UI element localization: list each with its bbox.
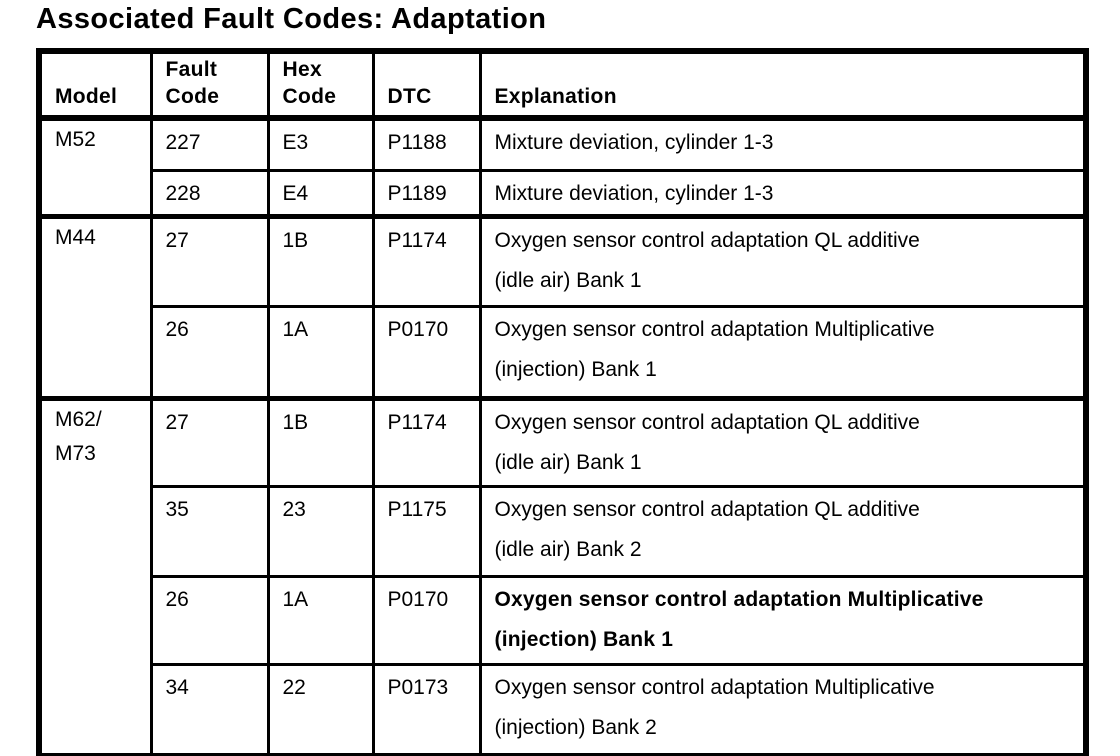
page-title: Associated Fault Codes: Adaptation (36, 3, 547, 35)
model-label-line: M73 (55, 441, 96, 465)
hex-code-cell: 22 (266, 662, 375, 756)
explanation-line: Mixture deviation, cylinder 1-3 (494, 131, 774, 154)
explanation-line: (injection) Bank 1 (494, 627, 674, 651)
table-row: 26 1A P0170 Oxygen sensor control adapta… (39, 304, 1088, 400)
explanation-line: Oxygen sensor control adaptation Multipl… (494, 317, 935, 341)
explanation-line: Oxygen sensor control adaptation QL addi… (494, 497, 920, 521)
hex-code-cell: E3 (266, 115, 375, 172)
explanation-line: (injection) Bank 2 (494, 715, 657, 739)
fault-code-cell: 27 (149, 395, 270, 488)
fault-code-cell: 27 (149, 213, 270, 308)
table-row: M62/ M73 27 1B P1174 Oxygen sensor contr… (37, 395, 1088, 756)
dtc-cell: P1175 (371, 484, 482, 578)
hex-code-cell: E4 (266, 168, 375, 218)
explanation-cell: Oxygen sensor control adaptation Multipl… (478, 574, 1088, 666)
fault-code-cell: 26 (149, 304, 270, 400)
explanation-line: (injection) Bank 1 (494, 357, 657, 381)
dtc-cell: P0173 (371, 662, 482, 756)
header-label: Explanation (494, 85, 617, 108)
table-row: M44 27 1B P1174 Oxygen sensor control ad… (37, 213, 1088, 400)
col-header-model: Model (37, 48, 153, 121)
model-label: M44 (55, 225, 96, 249)
header-row: Model Fault Code Hex Code DTC Explanatio… (37, 48, 1088, 121)
header-label: Model (55, 85, 118, 108)
table-row: 34 22 P0173 Oxygen sensor control adapta… (39, 662, 1088, 756)
explanation-cell: Oxygen sensor control adaptation QL addi… (478, 395, 1088, 488)
header-label-line: Code (165, 85, 220, 108)
model-cell: M62/ M73 (37, 395, 153, 756)
hex-code-cell: 1B (266, 395, 375, 488)
explanation-line: (idle air) Bank 1 (494, 450, 642, 474)
col-header-fault-code: Fault Code (149, 48, 270, 121)
table-row: 35 23 P1175 Oxygen sensor control adapta… (39, 484, 1088, 578)
hex-code-cell: 1B (266, 213, 375, 308)
fault-codes-table: Model Fault Code Hex Code DTC Explanatio… (36, 48, 1089, 756)
explanation-cell: Oxygen sensor control adaptation QL addi… (478, 213, 1088, 308)
explanation-cell: Oxygen sensor control adaptation QL addi… (478, 484, 1088, 578)
explanation-line: (idle air) Bank 2 (494, 537, 642, 561)
explanation-cell: Oxygen sensor control adaptation Multipl… (478, 662, 1088, 756)
col-header-hex-code: Hex Code (266, 48, 375, 121)
model-label: M52 (55, 128, 96, 151)
explanation-line: Oxygen sensor control adaptation Multipl… (494, 675, 935, 699)
explanation-line: Oxygen sensor control adaptation Multipl… (494, 587, 984, 611)
dtc-cell: P0170 (371, 304, 482, 400)
table-row: M52 227 E3 P1188 Mixture deviation, cyli… (37, 115, 1088, 218)
model-cell: M44 (37, 213, 153, 400)
hex-code-cell: 23 (266, 484, 375, 578)
header-label: DTC (387, 85, 432, 108)
dtc-cell: P0170 (371, 574, 482, 666)
col-header-explanation: Explanation (478, 48, 1088, 121)
dtc-cell: P1189 (371, 168, 482, 218)
fault-code-cell: 34 (149, 662, 270, 756)
explanation-line: Oxygen sensor control adaptation QL addi… (494, 410, 920, 434)
explanation-line: (idle air) Bank 1 (494, 268, 642, 292)
dtc-cell: P1174 (371, 395, 482, 488)
explanation-cell: Oxygen sensor control adaptation Multipl… (478, 304, 1088, 400)
explanation-cell: Mixture deviation, cylinder 1-3 (478, 168, 1088, 218)
fault-code-cell: 227 (149, 115, 270, 172)
dtc-cell: P1174 (371, 213, 482, 308)
hex-code-cell: 1A (266, 304, 375, 400)
hex-code-cell: 1A (266, 574, 375, 666)
header-label-line: Fault (165, 58, 218, 81)
fault-code-cell: 26 (149, 574, 270, 666)
table-row: 26 1A P0170 Oxygen sensor control adapta… (39, 574, 1088, 666)
header-label-line: Code (282, 85, 337, 108)
header-label-line: Hex (282, 58, 322, 81)
model-label-line: M62/ (55, 407, 102, 431)
explanation-line: Oxygen sensor control adaptation QL addi… (494, 228, 920, 252)
explanation-line: Mixture deviation, cylinder 1-3 (494, 181, 774, 205)
fault-code-cell: 35 (149, 484, 270, 578)
explanation-cell: Mixture deviation, cylinder 1-3 (478, 115, 1088, 172)
table-row: 228 E4 P1189 Mixture deviation, cylinder… (39, 168, 1088, 218)
col-header-dtc: DTC (371, 48, 482, 121)
dtc-cell: P1188 (371, 115, 482, 172)
model-cell: M52 (37, 115, 153, 218)
fault-code-cell: 228 (149, 168, 270, 218)
